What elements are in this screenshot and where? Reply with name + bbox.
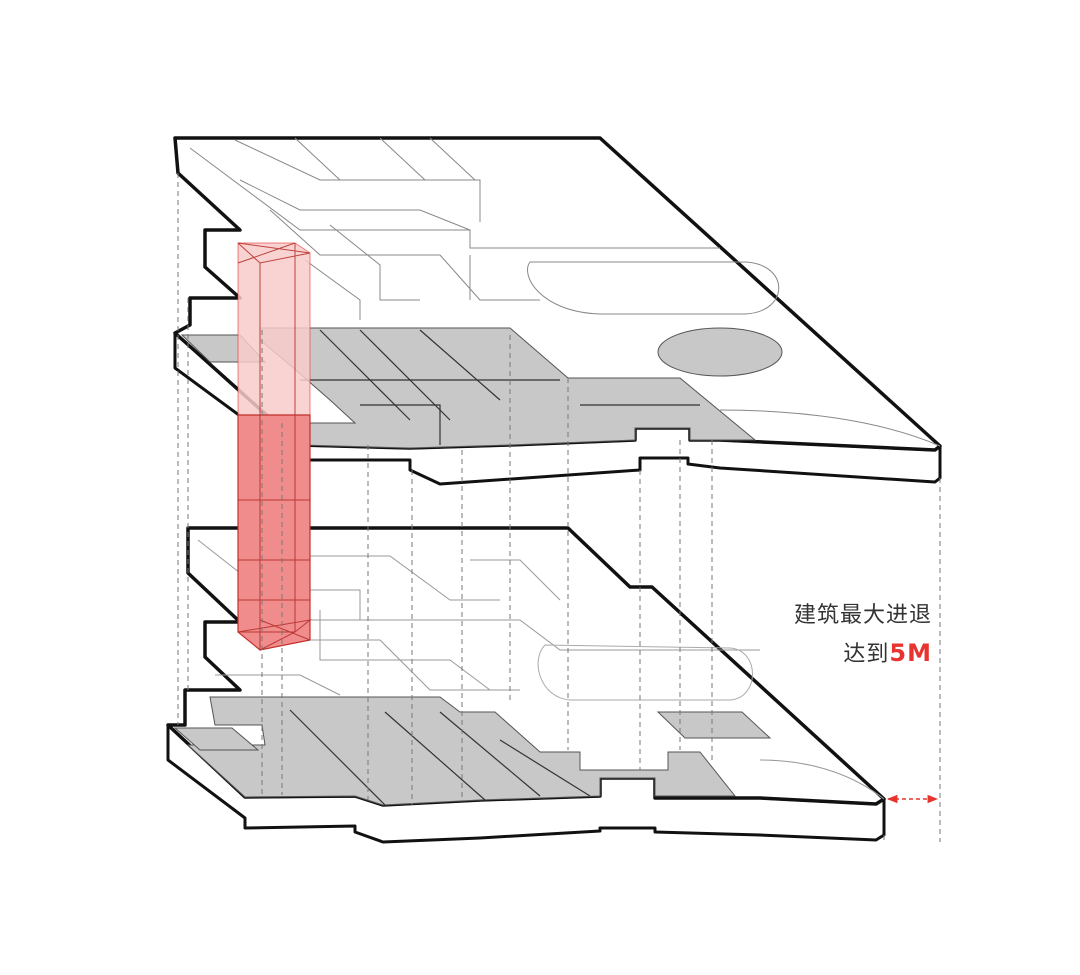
- setback-annotation-line2: 达到5M: [843, 636, 932, 668]
- upper-floor: [173, 136, 942, 486]
- core-shaft: [237, 414, 311, 651]
- upper-shaded-zone-main: [259, 327, 757, 449]
- core-shaft-faint: [237, 242, 311, 416]
- lower-shaded-zone-left: [173, 727, 260, 751]
- lower-shaded-zone-right: [656, 711, 772, 739]
- lower-floor-plan-lines: [197, 539, 885, 800]
- vertical-core: [237, 242, 312, 651]
- setback-annotation-line1: 建筑最大进退: [793, 603, 932, 628]
- setback-annotation-prefix: 达到: [843, 642, 890, 667]
- upper-shaded-zone-oval: [657, 327, 783, 377]
- upper-floor-plan-lines: [189, 137, 941, 447]
- dashed-guides: [177, 173, 941, 842]
- upper-floor-shaded-zones: [180, 327, 783, 449]
- setback-annotation-value: 5M: [889, 639, 932, 667]
